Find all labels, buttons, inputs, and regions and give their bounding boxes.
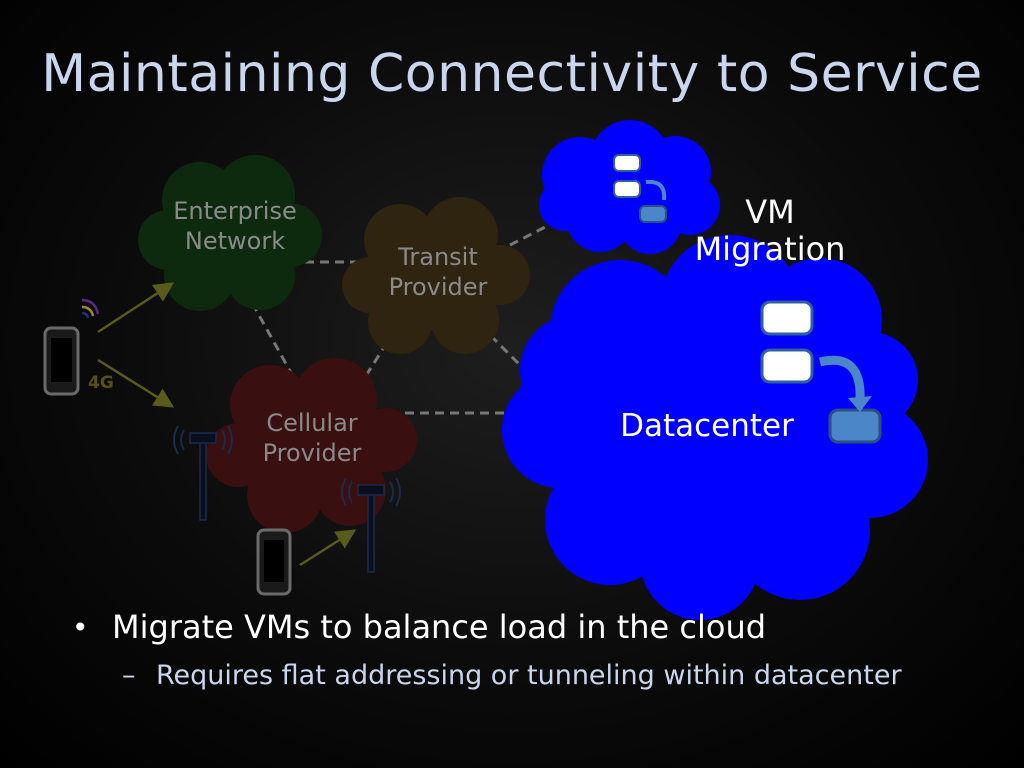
- bullet-text: Migrate VMs to balance load in the cloud: [112, 608, 767, 646]
- sub-bullet-item: – Requires flat addressing or tunneling …: [122, 660, 972, 691]
- link-phone-enterprise: [97, 282, 175, 334]
- remote-vm-icons: [613, 154, 667, 223]
- sub-bullet-marker: –: [122, 660, 136, 691]
- cell-tower-icon: [173, 425, 233, 521]
- vm-migration-label: VM Migration: [694, 193, 846, 268]
- link-transit-smallcloud: [509, 220, 556, 247]
- phone-icon: [256, 528, 292, 596]
- cell-tower-icon: [341, 477, 401, 573]
- migration-arrow-icon: [818, 355, 865, 401]
- enterprise-cloud: [138, 155, 322, 311]
- link-phone-cellular: [97, 358, 175, 408]
- vm-icon: [760, 300, 814, 336]
- link-phone-tower: [299, 529, 357, 567]
- bullet-marker: •: [72, 610, 89, 644]
- sub-bullet-text: Requires flat addressing or tunneling wi…: [156, 660, 902, 691]
- link-transit-datacenter: [478, 323, 527, 372]
- datacenter-label: Datacenter: [620, 408, 794, 444]
- vm-icon: [760, 348, 814, 384]
- network-type-label: 4G: [88, 373, 114, 393]
- datacenter-cloud: [502, 235, 928, 620]
- phone-icon: [43, 326, 80, 396]
- link-transit-cellular: [358, 329, 397, 386]
- enterprise-network-label: Enterprise Network: [173, 197, 297, 255]
- transit-provider-label: Transit Provider: [388, 243, 488, 301]
- wifi-signal-icon: [81, 298, 100, 319]
- slide-title: Maintaining Connectivity to Service: [41, 44, 983, 104]
- bullet-item: • Migrate VMs to balance load in the clo…: [72, 608, 972, 646]
- transit-cloud: [342, 197, 530, 354]
- vm-icon: [828, 408, 882, 444]
- cellular-provider-label: Cellular Provider: [262, 409, 362, 467]
- vm-icons: [760, 300, 882, 444]
- cellular-cloud: [206, 358, 417, 533]
- bullet-list: • Migrate VMs to balance load in the clo…: [72, 608, 972, 691]
